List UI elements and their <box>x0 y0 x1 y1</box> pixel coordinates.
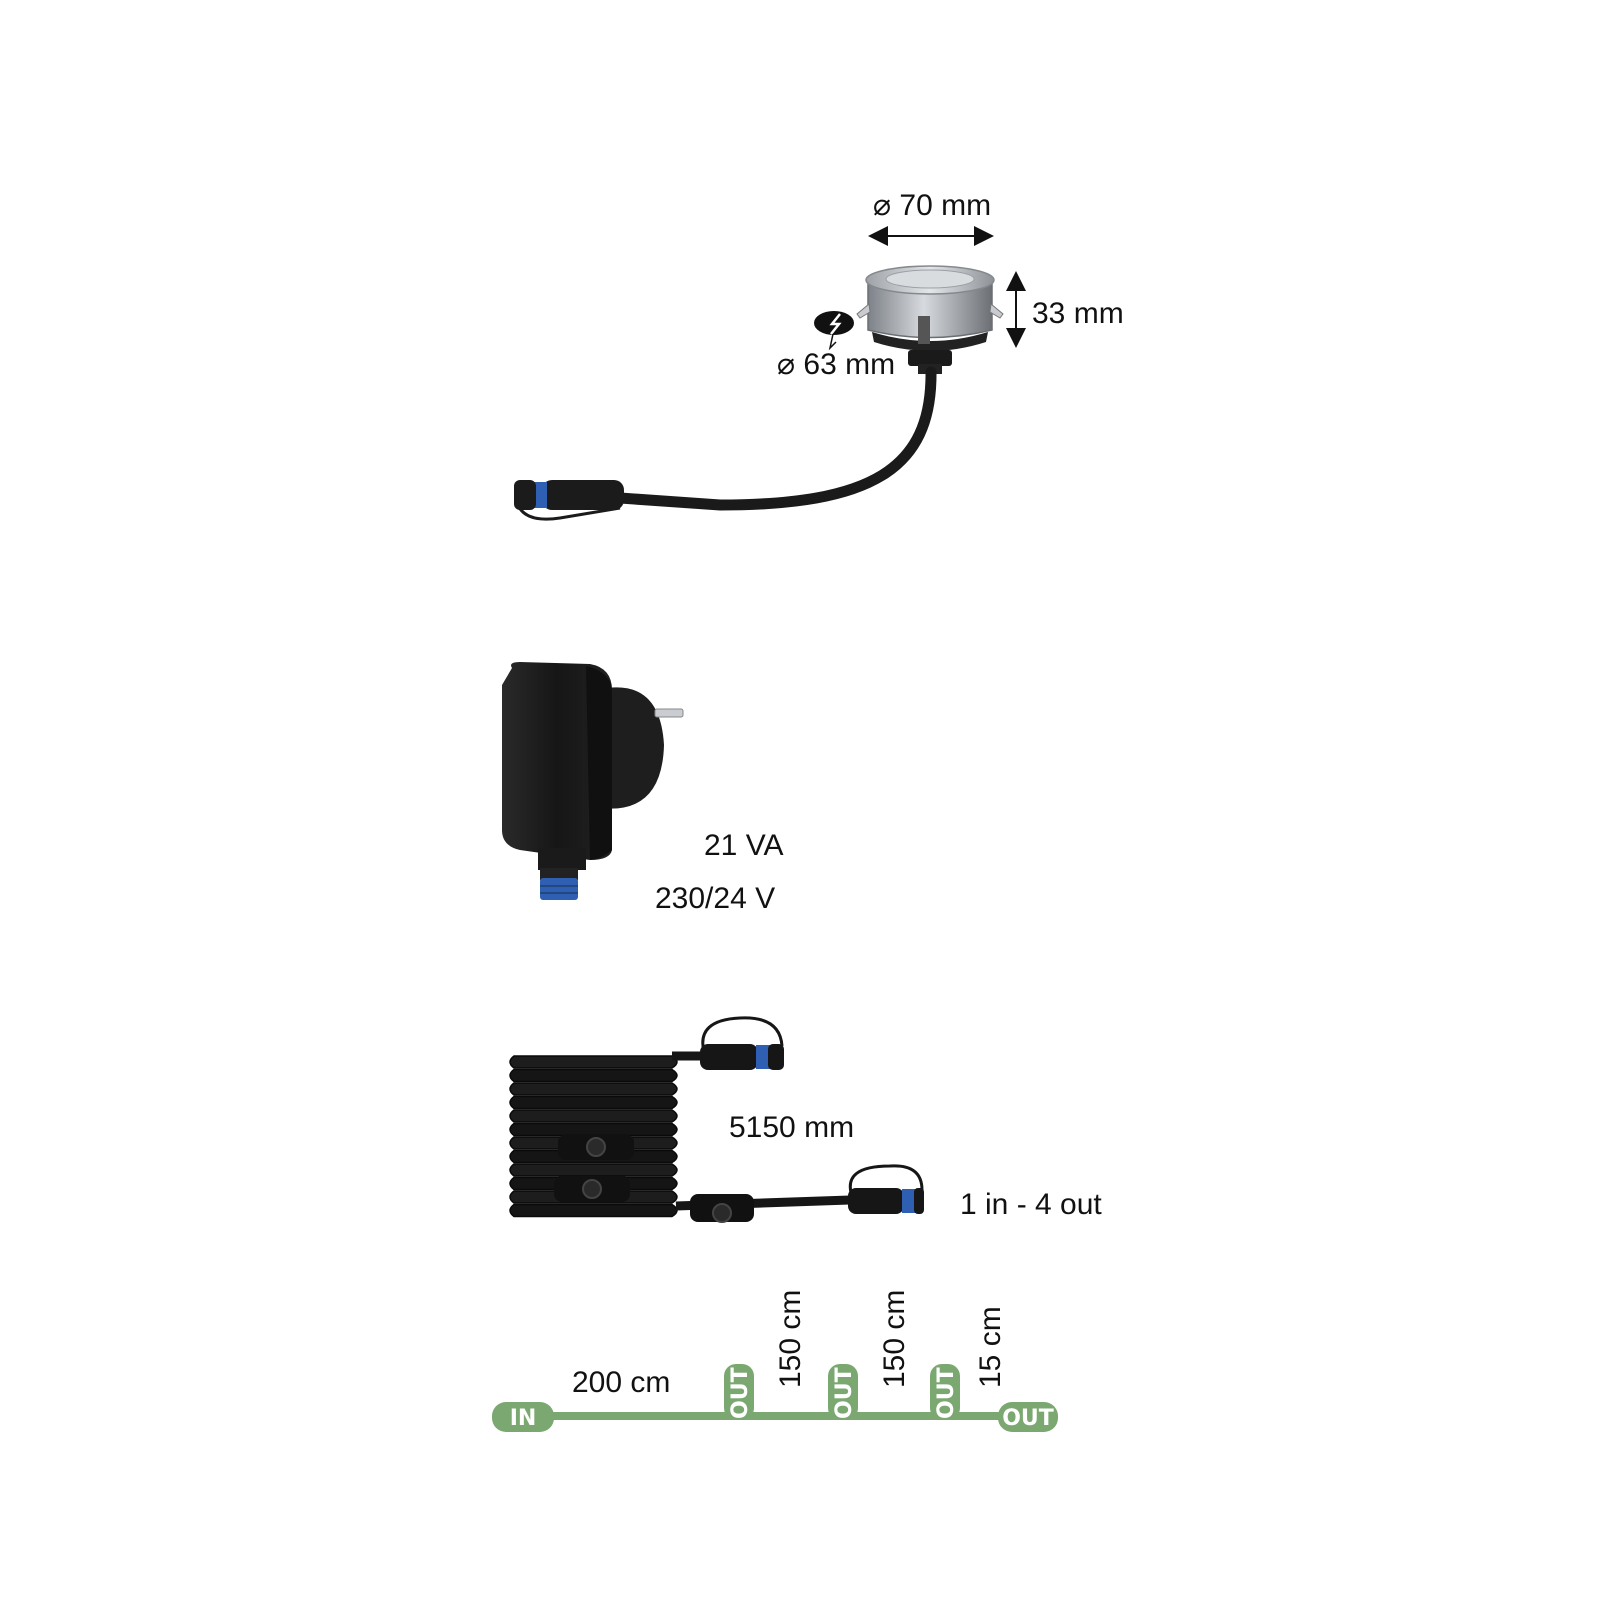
coil-ring <box>509 1203 678 1218</box>
coil-junction <box>558 1134 634 1160</box>
cable-layout-scheme: IN OUT OUT OUT OUT 200 cm 150 cm 150 cm … <box>492 1290 1058 1432</box>
transformer-power-label: 21 VA <box>704 829 784 862</box>
coil-ring <box>509 1109 678 1123</box>
spot-body <box>856 265 1004 374</box>
transformer <box>502 662 684 900</box>
spot-connector <box>514 480 624 521</box>
tap-out: OUT <box>724 1364 754 1420</box>
tap-out-label: OUT <box>832 1367 857 1419</box>
coil-ring <box>509 1055 678 1069</box>
segment-length: 200 cm <box>572 1366 670 1399</box>
spot-light: ⌀ 70 mm 33 mm ⌀ 63 mm <box>514 189 1124 521</box>
segment-length: 150 cm <box>774 1290 807 1388</box>
tap-out: OUT <box>930 1364 960 1420</box>
tap-out-label: OUT <box>934 1367 959 1419</box>
in-tag <box>492 1402 554 1432</box>
coil-ring <box>509 1122 678 1137</box>
coil-ring <box>509 1095 678 1110</box>
cable-ports-label: 1 in - 4 out <box>960 1188 1102 1221</box>
cable-length-label: 5150 mm <box>729 1111 854 1144</box>
spot-height-label: 33 mm <box>1032 297 1124 330</box>
transformer-voltage-label: 230/24 V <box>655 882 775 915</box>
coil-junction <box>554 1176 630 1202</box>
spot-cable <box>614 366 937 511</box>
coil-ring <box>509 1068 678 1083</box>
cable-coil <box>509 1016 924 1223</box>
drill-hole-icon <box>814 311 854 351</box>
spot-cutout-label: ⌀ 63 mm <box>777 348 895 381</box>
coil-ring <box>509 1082 678 1096</box>
tap-out-label: OUT <box>728 1367 753 1419</box>
out-tag <box>998 1402 1058 1432</box>
spot-diameter-label: ⌀ 70 mm <box>873 189 991 222</box>
coil-ring <box>509 1163 678 1177</box>
in-tag-label: IN <box>510 1406 537 1431</box>
segment-length: 150 cm <box>878 1290 911 1388</box>
segment-length: 15 cm <box>974 1306 1007 1388</box>
tap-out: OUT <box>828 1364 858 1420</box>
out-tag-label: OUT <box>1002 1406 1054 1431</box>
